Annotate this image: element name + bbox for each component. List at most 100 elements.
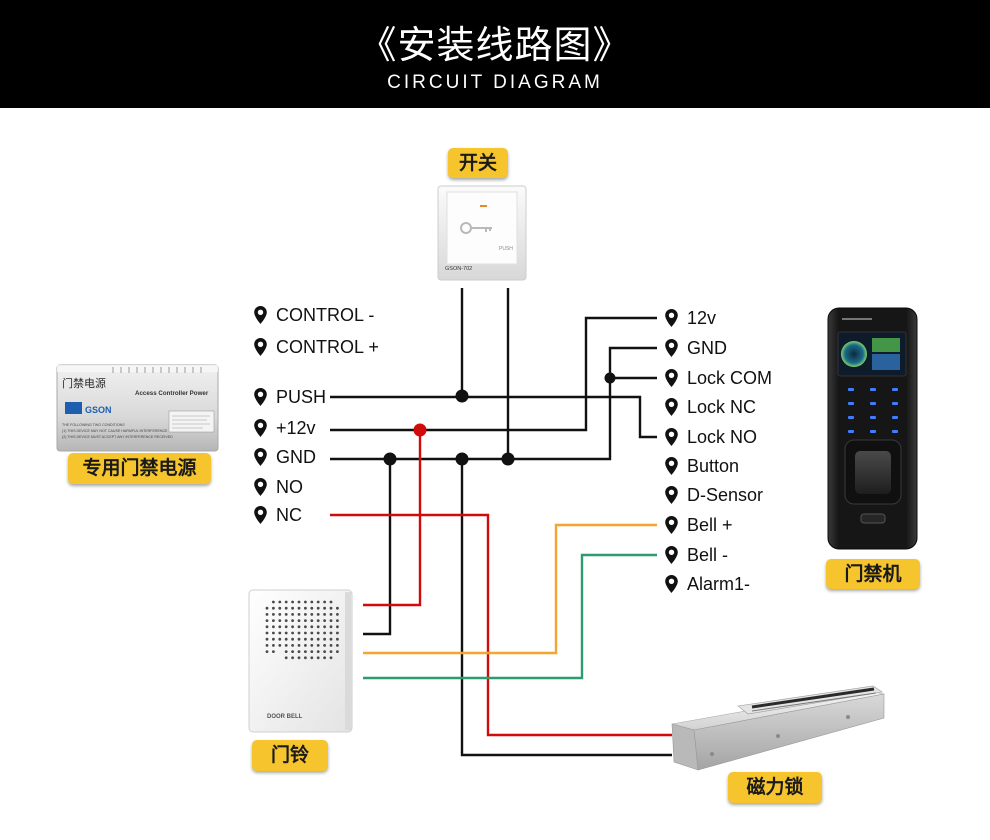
- speaker-hole: [272, 600, 275, 604]
- header-banner: 《安装线路图》 CIRCUIT DIAGRAM: [0, 0, 990, 108]
- map-pin-icon: [665, 486, 678, 504]
- fine-print-line: (1) THIS DEVICE MAY NOT CAUSE HARMFUL IN…: [62, 429, 168, 433]
- terminal-label: +12v: [276, 418, 316, 438]
- magnetic-lock: [668, 684, 890, 776]
- map-pin-icon: [665, 309, 678, 327]
- speaker-hole: [297, 606, 301, 610]
- page-subtitle: CIRCUIT DIAGRAM: [387, 72, 603, 93]
- map-pin-icon: [254, 419, 267, 437]
- speaker-hole: [278, 625, 282, 629]
- screen-gauge: [841, 341, 867, 367]
- terminal-ctrl-lock-nc: Lock NC: [665, 396, 815, 418]
- junction-dot-red: [413, 423, 427, 437]
- speaker-hole: [284, 631, 288, 635]
- screen-panel: [872, 354, 900, 370]
- terminal-ctrl-lock-com: Lock COM: [665, 367, 815, 389]
- speaker-hole: [336, 625, 339, 629]
- terminal-label: NO: [276, 477, 303, 497]
- mounting-hole: [710, 752, 714, 756]
- mounting-hole: [776, 734, 780, 738]
- speaker-hole: [336, 619, 339, 622]
- speaker-hole: [310, 606, 314, 610]
- speaker-hole: [272, 631, 275, 635]
- map-pin-icon: [254, 306, 267, 324]
- speaker-hole: [316, 631, 320, 635]
- speaker-hole: [329, 631, 333, 635]
- page-title: 《安装线路图》: [358, 23, 632, 67]
- speaker-hole: [323, 631, 326, 635]
- speaker-hole: [291, 644, 294, 647]
- speaker-hole: [284, 625, 288, 629]
- speaker-hole: [329, 600, 333, 604]
- terminal-label: PUSH: [276, 387, 327, 407]
- speaker-hole: [272, 606, 275, 610]
- speaker-hole: [278, 637, 282, 641]
- maglock-end-face: [671, 723, 699, 771]
- power-supply-product-text: Access Controller Power: [135, 390, 209, 397]
- speaker-hole: [336, 650, 339, 653]
- map-pin-icon: [665, 428, 678, 446]
- keypad-key: [870, 402, 876, 405]
- map-pin-icon: [254, 506, 267, 524]
- wire-bell-minus-to-doorbell: [363, 553, 657, 680]
- speaker-hole: [329, 606, 333, 610]
- speaker-hole: [265, 650, 269, 653]
- map-pin-icon: [665, 339, 678, 357]
- speaker-hole: [316, 619, 320, 622]
- terminal-ctrl-bell-plus: Bell +: [665, 514, 815, 536]
- terminal-no: NO: [254, 476, 404, 498]
- terminal-ctrl-12v: 12v: [665, 307, 815, 329]
- speaker-hole: [316, 656, 320, 660]
- speaker-hole: [297, 600, 301, 604]
- speaker-hole: [323, 650, 326, 653]
- keypad-key: [848, 430, 854, 433]
- terminal-label: GND: [687, 338, 727, 358]
- terminal-ctrl-lock-no: Lock NO: [665, 426, 815, 448]
- speaker-hole: [297, 644, 301, 647]
- card-reader-slot: [860, 513, 886, 524]
- speaker-hole: [336, 644, 339, 647]
- keypad-key: [892, 402, 898, 405]
- switch-indicator: [480, 205, 487, 207]
- wire-bell-plus-to-doorbell: [363, 523, 657, 655]
- power-supply: 门禁电源 GSON Access Controller Power THE FO…: [55, 362, 221, 454]
- terminal-label: Lock NO: [687, 427, 758, 447]
- speaker-hole: [291, 606, 294, 610]
- speaker-hole: [310, 625, 314, 629]
- speaker-hole: [291, 600, 294, 604]
- keypad-key: [870, 388, 876, 391]
- terminal-ctrl-gnd: GND: [665, 337, 815, 359]
- keypad-key: [892, 388, 898, 391]
- terminal-label: Lock COM: [687, 368, 773, 388]
- fine-print-line: THE FOLLOWING TWO CONDITIONS: [62, 423, 125, 427]
- speaker-hole: [323, 619, 326, 622]
- brand-logo-icon: [65, 402, 82, 414]
- keypad-key: [892, 416, 898, 419]
- speaker-hole: [329, 656, 333, 660]
- exit-switch-image: PUSH GSON-702: [437, 185, 527, 281]
- fingerprint-sensor: [855, 451, 891, 494]
- speaker-hole: [291, 619, 294, 622]
- keypad-key: [870, 416, 876, 419]
- speaker-hole: [291, 613, 294, 616]
- speaker-hole: [278, 613, 282, 616]
- wire-gnd-to-gnd: [330, 346, 657, 461]
- terminal-control-plus: CONTROL +: [254, 336, 404, 358]
- wire-12v-to-12v: [330, 316, 657, 432]
- terminal-label: GND: [276, 447, 316, 467]
- speaker-hole: [329, 613, 333, 616]
- speaker-hole: [297, 619, 301, 622]
- speaker-hole: [323, 613, 326, 616]
- speaker-hole: [272, 625, 275, 629]
- speaker-hole: [265, 606, 269, 610]
- key-icon: [460, 222, 492, 234]
- speaker-hole: [329, 650, 333, 653]
- rating-plate-lines: [172, 415, 210, 429]
- wire-nc-to-maglock: [330, 513, 672, 737]
- exit-switch: PUSH GSON-702: [436, 184, 528, 282]
- exit-switch-label: 开关: [448, 148, 508, 178]
- speaker-hole: [310, 644, 314, 647]
- junction-dot: [455, 452, 469, 466]
- speaker-hole: [310, 637, 314, 641]
